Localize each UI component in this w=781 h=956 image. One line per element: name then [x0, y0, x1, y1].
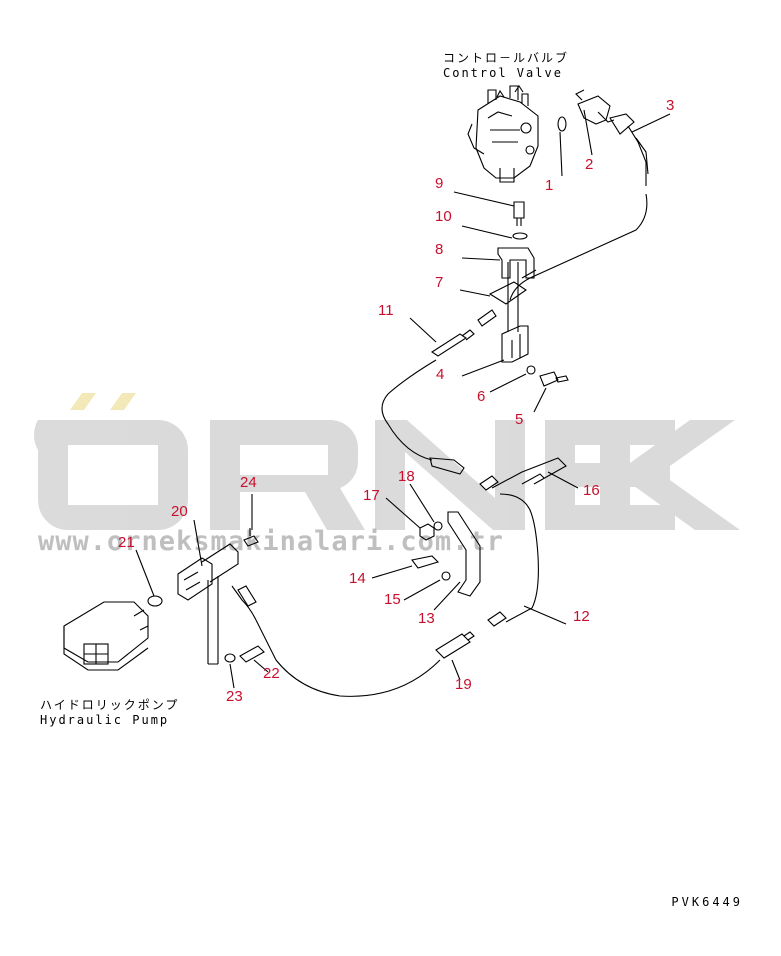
watermark-url: www.orneksmakinalari.com.tr: [38, 526, 504, 557]
callout-19: 19: [455, 676, 472, 693]
callout-20: 20: [171, 503, 188, 520]
callout-17: 17: [363, 487, 380, 504]
callout-10: 10: [435, 208, 452, 225]
callout-3: 3: [666, 97, 675, 114]
callout-18: 18: [398, 468, 415, 485]
hydraulic-pump-drawing: [63, 601, 149, 671]
callout-21: 21: [118, 534, 135, 551]
hydraulic-pump-label-jp: ハイドロリックポンプ: [40, 698, 180, 712]
callout-2: 2: [585, 156, 594, 173]
callout-11: 11: [378, 302, 394, 319]
callout-23: 23: [226, 688, 243, 705]
callout-15: 15: [384, 591, 401, 608]
callout-12: 12: [573, 608, 590, 625]
callout-1: 1: [545, 177, 554, 194]
callout-24: 24: [240, 474, 257, 491]
callout-22: 22: [263, 665, 280, 682]
drawing-code: PVK6449: [671, 895, 743, 909]
callout-6: 6: [477, 388, 486, 405]
control-valve-label-jp: コントロ－ルバルブ: [443, 51, 570, 65]
control-valve-drawing: [467, 85, 539, 183]
callout-13: 13: [418, 610, 435, 627]
callout-9: 9: [435, 175, 444, 192]
callout-7: 7: [435, 274, 444, 291]
callout-5: 5: [515, 411, 524, 428]
callout-4: 4: [436, 366, 445, 383]
control-valve-label-en: Control Valve: [443, 66, 563, 80]
callout-14: 14: [349, 570, 366, 587]
callout-16: 16: [583, 482, 600, 499]
hydraulic-pump-label-en: Hydraulic Pump: [40, 713, 170, 727]
callout-8: 8: [435, 241, 444, 258]
